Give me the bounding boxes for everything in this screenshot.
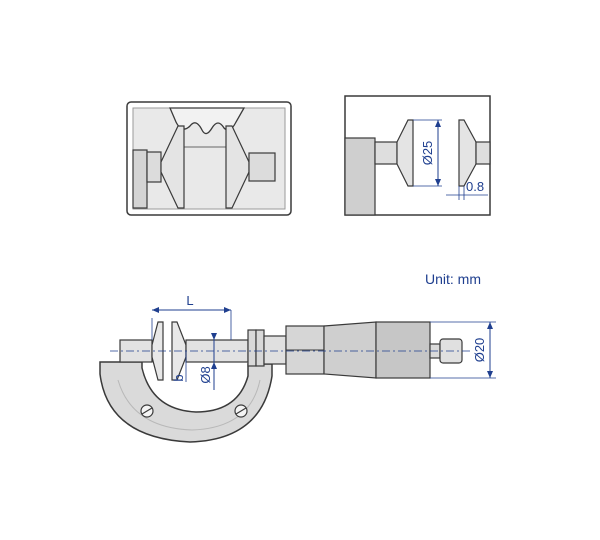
length-label: L: [186, 293, 193, 308]
diameter-25-arrow-top: [435, 120, 441, 127]
gear-frame-stub: [132, 149, 148, 209]
gear-spindle-shaft: [248, 152, 276, 182]
frame-screw-right: [234, 404, 248, 418]
anvil-frame-block: [344, 137, 376, 216]
anvil-neck: [374, 141, 398, 165]
micrometer-drawing: L b Ø8 Ø20: [99, 293, 496, 443]
lock-ring-right: [255, 329, 265, 367]
thimble-diameter-arrow-top: [487, 322, 493, 329]
length-arrow-right: [224, 307, 231, 313]
thickness-label: 0.8: [466, 179, 484, 194]
frame-screw-left: [140, 404, 154, 418]
thimble-grip: [375, 321, 431, 379]
gear-measurement-detail: [126, 101, 292, 216]
face-label: b: [171, 374, 186, 381]
diameter-25-arrow-bottom: [435, 179, 441, 186]
gear-anvil-disc: [160, 125, 185, 209]
lock-ring-left: [247, 329, 257, 367]
diameter-25-label: Ø25: [420, 141, 435, 166]
thimble-diameter-arrow-bottom: [487, 371, 493, 378]
sleeve-collar: [263, 335, 287, 365]
anvil-disc: [151, 321, 164, 381]
thimble-diameter-label: Ø20: [472, 338, 487, 363]
spindle-diameter-arrow-top: [211, 333, 217, 340]
anvil-dimension-detail: Ø25 0.8: [344, 95, 491, 216]
length-arrow-left: [152, 307, 159, 313]
spindle-diameter-label: Ø8: [198, 366, 213, 383]
frame-bevel-line: [117, 379, 261, 431]
spindle-diameter-arrow-bottom: [211, 362, 217, 369]
anvil-right-shaft: [475, 141, 491, 165]
gear-anvil-neck: [146, 151, 162, 183]
thimble: [323, 321, 377, 379]
unit-label: Unit: mm: [425, 271, 481, 287]
